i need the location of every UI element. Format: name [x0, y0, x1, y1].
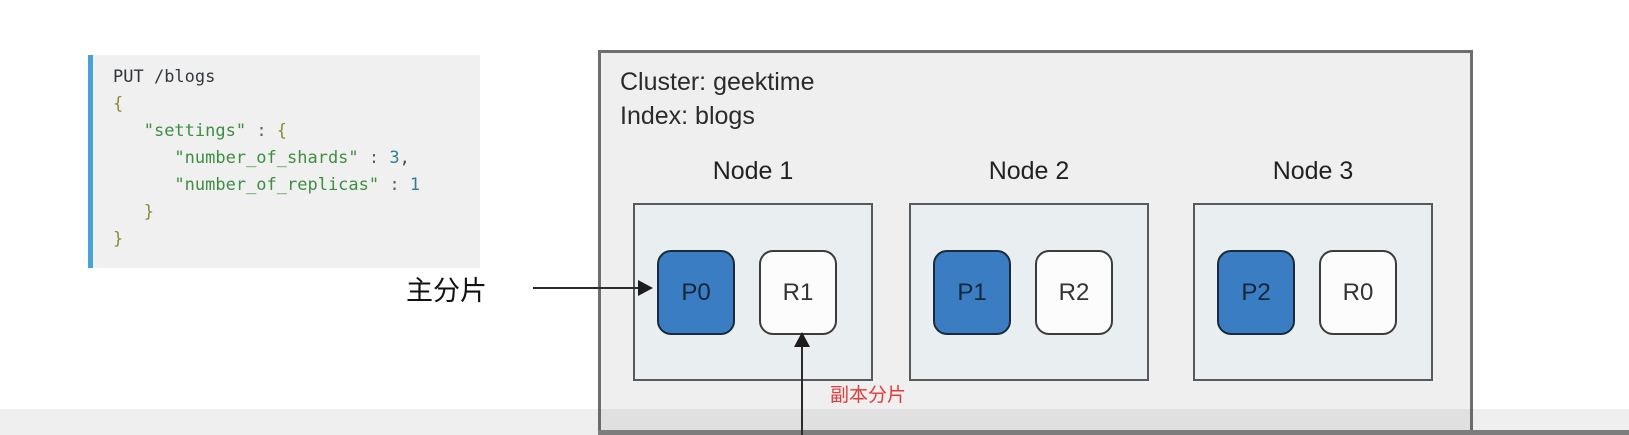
- replica-shard-arrow-line: [801, 345, 803, 435]
- shard-r1: R1: [759, 250, 837, 335]
- cluster-name: Cluster: geektime: [620, 68, 815, 96]
- code-line: }: [113, 229, 124, 249]
- replica-shard-arrowhead-icon: [794, 332, 810, 347]
- index-name: Index: blogs: [620, 102, 755, 130]
- cluster-box: Cluster: geektime Index: blogs Node 1 P0…: [598, 50, 1473, 435]
- code-line: "number_of_replicas" : 1: [174, 175, 421, 195]
- code-line: "number_of_shards" : 3,: [174, 148, 410, 168]
- code-block: PUT /blogs { "settings" : { "number_of_sh…: [88, 55, 480, 268]
- node-2: Node 2 P1 R2: [909, 156, 1149, 381]
- code-line: "settings" : {: [143, 121, 288, 141]
- node-2-label: Node 2: [988, 157, 1070, 185]
- primary-shard-arrowhead-icon: [638, 280, 653, 296]
- node-1: Node 1 P0 R1: [633, 156, 873, 381]
- shard-r0: R0: [1319, 250, 1397, 335]
- node-3-box: P2 R0: [1193, 203, 1433, 381]
- shard-p0: P0: [657, 250, 735, 335]
- shard-r2: R2: [1035, 250, 1113, 335]
- cluster-title-block: Cluster: geektime Index: blogs: [620, 65, 815, 133]
- replica-shard-label: 副本分片: [830, 385, 907, 406]
- node-1-box: P0 R1: [633, 203, 873, 381]
- node-2-box: P1 R2: [909, 203, 1149, 381]
- code-line: }: [143, 202, 154, 222]
- code-content: PUT /blogs { "settings" : { "number_of_sh…: [93, 55, 480, 253]
- code-line: PUT /blogs: [113, 67, 216, 87]
- bottom-edge-line: [598, 430, 1629, 435]
- node-3-label: Node 3: [1272, 157, 1354, 185]
- node-1-label: Node 1: [712, 157, 794, 185]
- primary-shard-arrow-line: [533, 287, 639, 289]
- shard-p1: P1: [933, 250, 1011, 335]
- primary-shard-label: 主分片: [406, 276, 487, 306]
- code-line: {: [113, 94, 124, 114]
- node-3: Node 3 P2 R0: [1193, 156, 1433, 381]
- shard-p2: P2: [1217, 250, 1295, 335]
